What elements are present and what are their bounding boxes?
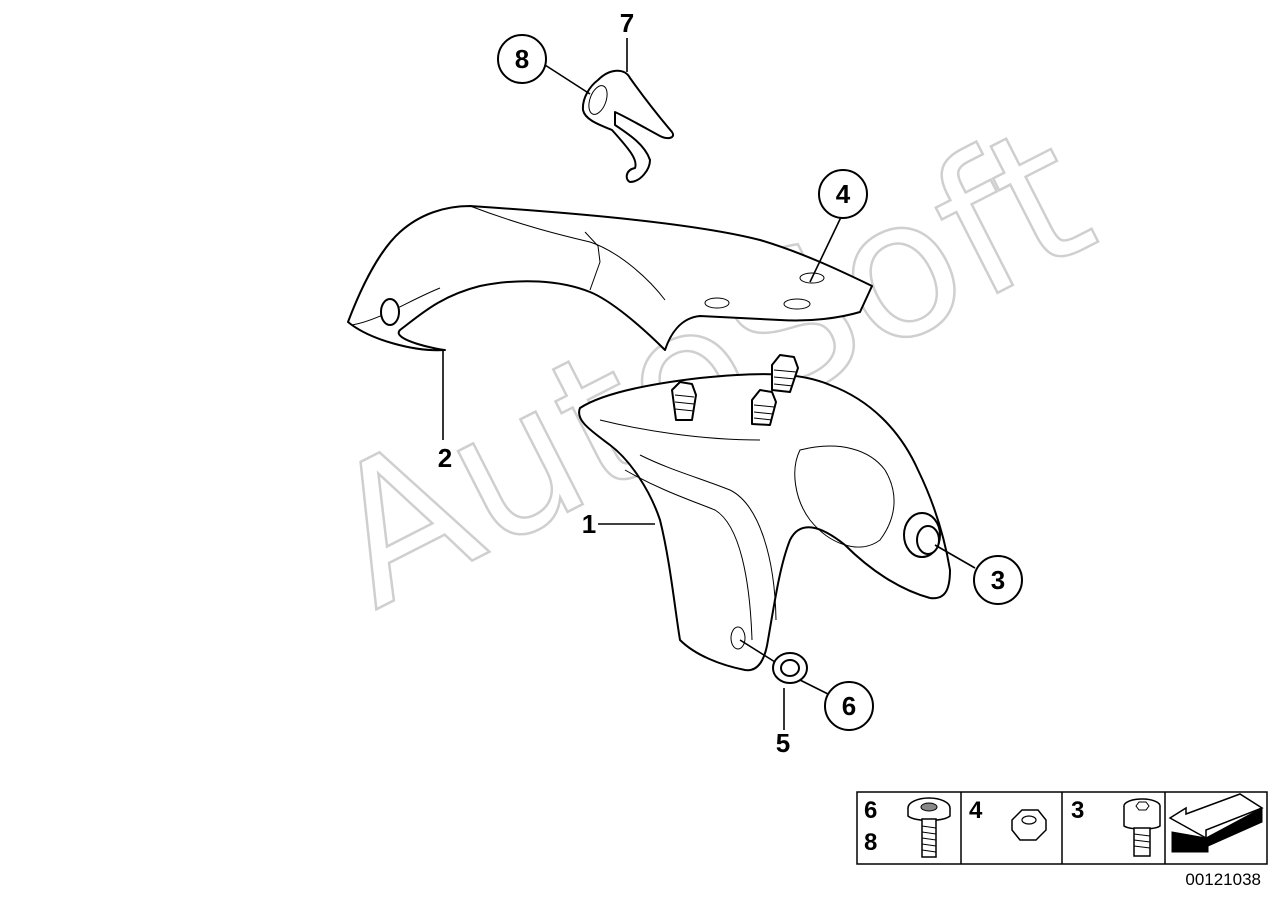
svg-text:6: 6 xyxy=(864,797,877,824)
svg-text:8: 8 xyxy=(515,44,529,74)
svg-text:2: 2 xyxy=(438,443,452,473)
leader-lines xyxy=(442,38,976,730)
callout-2: 2 xyxy=(438,443,452,473)
callout-5: 5 xyxy=(776,728,790,758)
svg-text:4: 4 xyxy=(969,797,983,824)
callout-6: 6 xyxy=(824,681,874,731)
stud-right xyxy=(771,354,799,393)
spring-clip-part xyxy=(581,69,674,183)
fastener-legend: 6 8 4 3 xyxy=(856,791,1268,865)
callout-7: 7 xyxy=(620,8,634,38)
legend-cell-nut: 4 xyxy=(969,797,1047,841)
heat-shield-lower-part xyxy=(578,354,951,672)
svg-text:8: 8 xyxy=(864,829,877,856)
svg-text:3: 3 xyxy=(1071,797,1084,824)
direction-arrow-icon xyxy=(1168,793,1264,853)
svg-text:1: 1 xyxy=(582,509,596,539)
svg-text:7: 7 xyxy=(620,8,634,38)
callout-1: 1 xyxy=(582,509,596,539)
hex-nut-icon xyxy=(1011,809,1047,841)
svg-text:6: 6 xyxy=(842,691,856,721)
callout-8: 8 xyxy=(497,34,547,84)
socket-head-screw-icon xyxy=(1123,798,1161,857)
grommet-bushing xyxy=(903,512,941,558)
legend-cell-bolt: 6 8 xyxy=(864,797,951,858)
svg-text:4: 4 xyxy=(836,179,851,209)
svg-text:5: 5 xyxy=(776,728,790,758)
washer-part xyxy=(772,652,808,684)
legend-cell-socket-screw: 3 xyxy=(1071,797,1161,857)
callout-3: 3 xyxy=(973,555,1023,605)
stud-left xyxy=(671,381,697,421)
heat-shield-upper-part xyxy=(347,205,873,352)
svg-text:3: 3 xyxy=(991,565,1005,595)
stud-middle xyxy=(751,389,777,426)
document-number: 00121038 xyxy=(1185,870,1261,889)
torx-bolt-icon xyxy=(907,797,951,858)
callout-4: 4 xyxy=(818,169,868,219)
